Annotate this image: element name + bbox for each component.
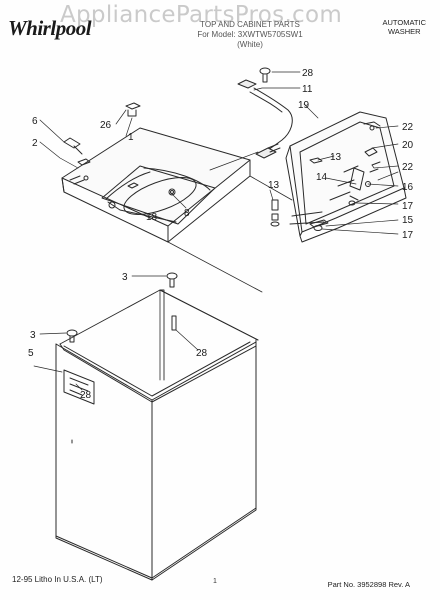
title-line-2: For Model: 3XWTW5705SW1 bbox=[197, 30, 303, 39]
whirlpool-logo: Whirlpool bbox=[8, 16, 92, 40]
callout-leaders bbox=[33, 71, 399, 391]
callout-1: 1 bbox=[128, 132, 134, 143]
title-line-1: TOP AND CABINET PARTS bbox=[200, 20, 300, 29]
cabinet-part bbox=[55, 272, 259, 581]
callout-14: 14 bbox=[316, 172, 328, 183]
console-frame-part bbox=[285, 111, 407, 243]
screw-28-top bbox=[259, 67, 271, 83]
page-number: 1 bbox=[213, 578, 217, 585]
callout-28: 28 bbox=[196, 348, 208, 359]
callout-3: 3 bbox=[122, 272, 128, 283]
callout-11: 11 bbox=[302, 84, 313, 95]
watermark: AppliancePartsPros.com bbox=[60, 2, 343, 28]
wire-harness-part bbox=[209, 79, 293, 171]
callout-17: 17 bbox=[402, 230, 414, 241]
callout-20: 20 bbox=[402, 140, 414, 151]
callout-16: 16 bbox=[402, 182, 414, 193]
part-number-footer: Part No. 3952898 Rev. A bbox=[327, 580, 410, 589]
callout-19: 19 bbox=[298, 100, 310, 111]
callout-3: 3 bbox=[30, 330, 36, 341]
diagram-title: TOP AND CABINET PARTS For Model: 3XWTW57… bbox=[150, 20, 350, 50]
title-line-3: (White) bbox=[237, 40, 263, 49]
console-hardware-parts bbox=[270, 121, 381, 231]
callout-8: 8 bbox=[184, 208, 190, 219]
callout-22: 22 bbox=[402, 122, 414, 133]
callout-13: 13 bbox=[268, 180, 280, 191]
callout-26: 26 bbox=[100, 120, 112, 131]
callout-28: 28 bbox=[80, 390, 92, 401]
callout-6: 6 bbox=[32, 116, 38, 127]
callout-15: 15 bbox=[402, 215, 414, 226]
callout-17: 17 bbox=[402, 201, 414, 212]
callout-5: 5 bbox=[28, 348, 34, 359]
product-type: AUTOMATIC WASHER bbox=[383, 18, 426, 36]
top-fasteners bbox=[63, 102, 174, 194]
callout-28: 28 bbox=[302, 68, 314, 79]
washer-top-part bbox=[61, 127, 293, 293]
callout-2: 2 bbox=[32, 138, 38, 149]
litho-footer: 12-95 Litho In U.S.A. (LT) bbox=[12, 575, 103, 584]
callout-13: 13 bbox=[330, 152, 342, 163]
product-line-1: AUTOMATIC bbox=[382, 18, 426, 27]
product-line-2: WASHER bbox=[387, 27, 421, 36]
callout-22: 22 bbox=[402, 162, 414, 173]
callout-18: 18 bbox=[146, 212, 158, 223]
